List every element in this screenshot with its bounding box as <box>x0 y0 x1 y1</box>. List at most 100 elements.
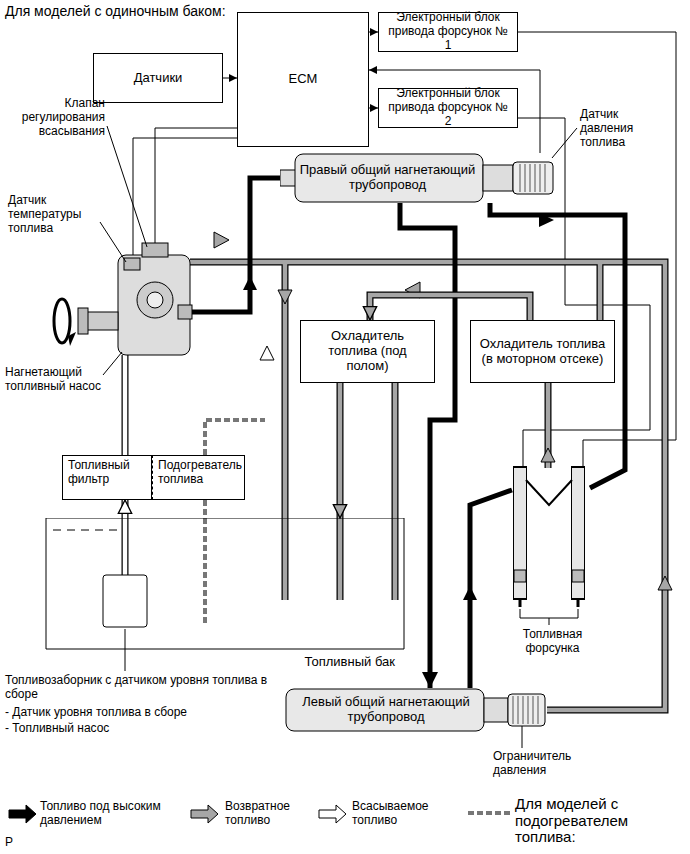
fuel-filter-box: Топливный фильтр <box>62 455 152 500</box>
rail-body <box>483 165 513 191</box>
return-line <box>283 262 288 600</box>
tank-outline <box>45 518 405 650</box>
high-pressure-line <box>190 178 281 312</box>
part-label: - Топливный насос <box>5 722 295 736</box>
ecm-wire <box>518 32 676 466</box>
leader-line <box>522 726 523 748</box>
fuel-line <box>400 203 455 688</box>
fuel-pump <box>124 258 140 270</box>
part-label: Нагнетающий топливный насос <box>5 366 105 394</box>
tank-outline <box>67 530 75 531</box>
ecm-wire <box>155 128 237 244</box>
signal-wire <box>369 70 540 153</box>
rail-body <box>295 154 483 202</box>
fuel-injector <box>572 570 584 582</box>
rail-body <box>540 164 541 192</box>
diagram-title: Для моделей с одиночным баком: <box>5 3 226 19</box>
flow-arrow <box>243 276 257 290</box>
heater-line <box>205 420 265 625</box>
return-line <box>282 262 289 600</box>
return-line <box>597 262 604 320</box>
node-label: Левый общий нагнетающий трубопровод <box>289 695 483 725</box>
node-label: ECM <box>289 72 318 87</box>
tank-outline <box>53 530 61 531</box>
connector-path <box>123 500 128 518</box>
legend-text: Для моделей с подогревателем топлива: <box>515 796 687 846</box>
rail-body <box>280 170 296 186</box>
rail-body <box>508 694 545 726</box>
flow-arrow <box>539 213 554 227</box>
fuel-pickup <box>103 575 147 627</box>
legend-swatch <box>191 805 218 823</box>
signal-wire <box>369 108 378 109</box>
node-label: Электронный блок привода форсунок № 2 <box>384 87 512 128</box>
node-label: Охладитель топлива (под полом) <box>306 329 429 374</box>
fuel-pump <box>86 312 118 330</box>
leader-line <box>100 126 578 748</box>
node-label: Подогреватель топлива <box>158 459 242 487</box>
return-line <box>392 383 399 600</box>
legend-sample <box>468 804 514 824</box>
leader-line <box>103 352 122 375</box>
return-line <box>337 518 344 600</box>
fuel-pump <box>137 282 173 318</box>
legend-swatch <box>9 805 36 823</box>
signal-wire <box>223 78 237 79</box>
fuel-tank: Топливный бак <box>45 518 405 670</box>
fuel-pump <box>178 305 192 319</box>
part-label: Датчик температуры топлива <box>8 194 103 235</box>
flow-arrow <box>278 290 292 304</box>
connector-path <box>369 70 540 153</box>
leader-line <box>100 222 126 262</box>
leader-line <box>107 126 147 247</box>
connector-path <box>369 32 378 33</box>
rail-body <box>535 164 536 192</box>
heater-line <box>205 420 265 625</box>
high-pressure-line <box>190 178 625 688</box>
fuel-line-outline <box>370 295 530 320</box>
leader-line <box>520 609 578 625</box>
tank-outline <box>95 530 103 531</box>
driver-unit-box: Электронный блок привода форсунок № 1 <box>378 12 518 52</box>
part-label: - Датчик уровня топлива в сборе <box>5 706 295 720</box>
legend-swatch <box>319 805 346 823</box>
fuel-pump <box>147 292 163 308</box>
fuel-injector <box>520 600 578 607</box>
return-line <box>338 518 343 600</box>
legend-line <box>468 811 510 815</box>
rail-body <box>523 696 524 724</box>
tank-outline <box>81 530 89 531</box>
flow-arrow <box>541 448 555 462</box>
signal-wire <box>369 32 378 33</box>
rail-body <box>525 164 526 192</box>
rail-body <box>518 696 519 724</box>
connector-path <box>400 203 455 688</box>
tank-outline <box>46 518 404 649</box>
fuel-injector <box>526 480 572 505</box>
tank-outline <box>46 518 404 519</box>
connector-path <box>338 383 343 518</box>
fuel-line-outline <box>122 500 129 518</box>
node-label: Электронный блок привода форсунок № 1 <box>384 11 512 52</box>
sensor-box: Датчики <box>93 53 223 103</box>
rail-body <box>520 164 521 192</box>
ecm-wire <box>133 138 237 262</box>
rail-body <box>530 164 531 192</box>
connector-path <box>223 78 237 79</box>
node-label: Охладитель топлива (в моторном отсеке) <box>476 337 609 367</box>
flow-arrow <box>214 232 229 248</box>
fuel-pump <box>78 308 88 334</box>
fuel-cooler-box: Охладитель топлива (в моторном отсеке) <box>470 320 615 383</box>
rail-body <box>513 696 514 724</box>
flow-arrow <box>260 346 274 360</box>
driver-unit-box: Электронный блок привода форсунок № 2 <box>378 88 518 128</box>
fuel-injector <box>520 466 578 600</box>
rail-body <box>533 696 534 724</box>
part-label: Клапан регулирования всасывания <box>5 97 105 138</box>
tank-outline <box>109 530 117 531</box>
return-line <box>393 383 398 600</box>
high-pressure-line <box>470 490 512 688</box>
rail-body <box>286 689 484 731</box>
fuel-pickup <box>103 575 147 627</box>
common-rail: Левый общий нагнетающий трубопровод <box>285 688 547 732</box>
